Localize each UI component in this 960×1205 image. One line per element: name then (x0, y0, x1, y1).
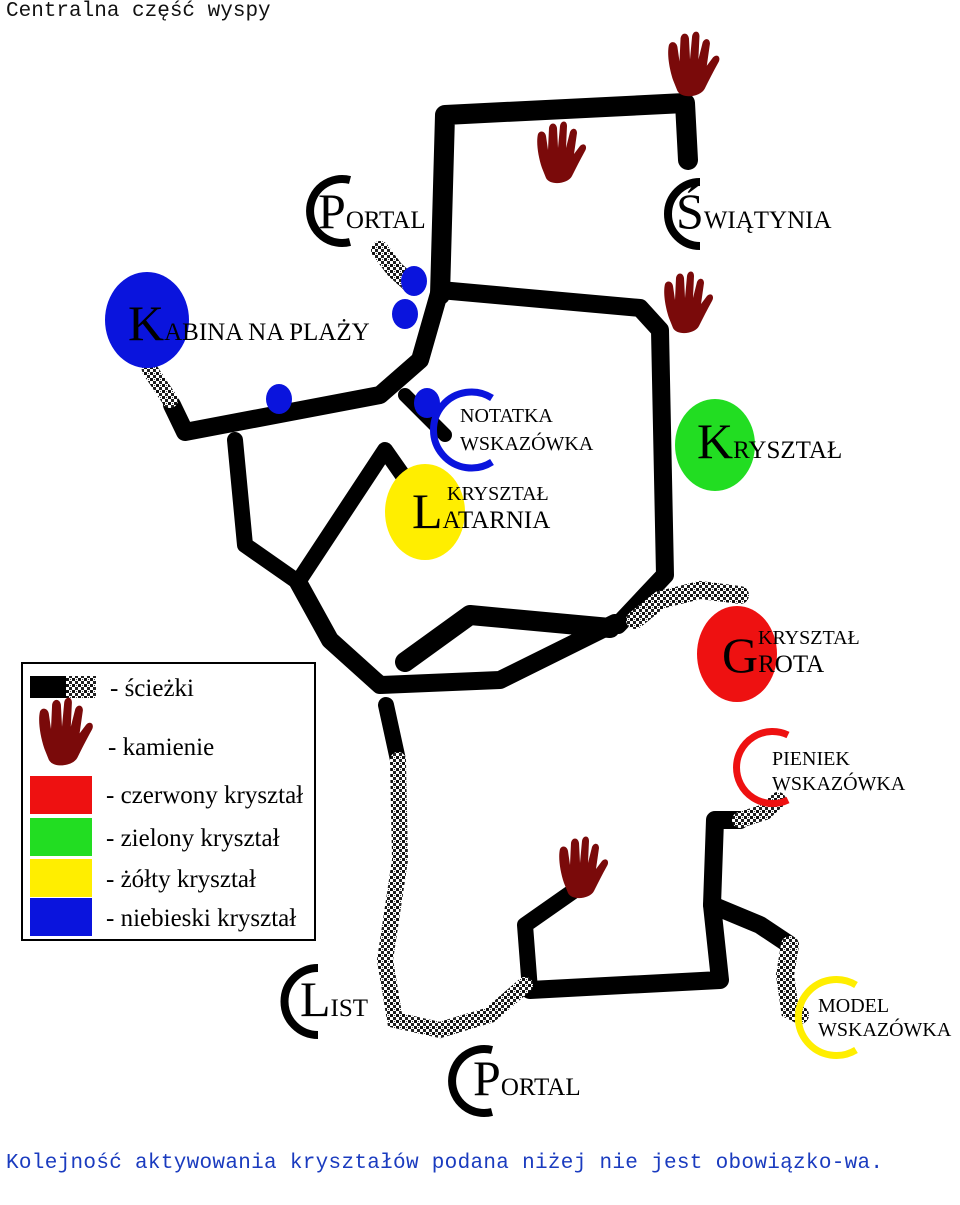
notatka-ring (430, 388, 494, 472)
legend-label-green: - zielony kryształ (106, 825, 280, 852)
grota-label[interactable]: GROTA (722, 627, 824, 683)
pieniek-label-line2[interactable]: WSKAZÓWKA (772, 771, 906, 795)
legend: - ścieżki - kamienie - czerwony kryształ… (21, 662, 316, 941)
stone-hand-icon (559, 836, 609, 899)
blue-crystal-dot[interactable] (392, 299, 418, 329)
portal-bottom-label[interactable]: PORTAL (473, 1050, 581, 1106)
kabina-blue-crystal[interactable] (105, 272, 189, 368)
kabina-label[interactable]: KABINA NA PLAŻY (128, 295, 370, 351)
pieniek-ring (733, 728, 790, 807)
footer-note: Kolejność aktywowania kryształów podana … (6, 1152, 884, 1175)
notatka-label-line2[interactable]: WSKAZÓWKA (460, 431, 594, 455)
legend-swatch-yellow (30, 859, 92, 897)
krysztal-green-crystal[interactable] (675, 399, 755, 491)
path-dotted-swatch (66, 676, 96, 698)
latarnia-small-label: KRYSZTAŁ (447, 483, 549, 505)
model-label-line1[interactable]: MODEL (818, 995, 889, 1017)
swiatynia-ring (664, 178, 701, 250)
legend-swatch-green (30, 818, 92, 856)
stone-hand-icon (664, 271, 714, 334)
page-title: Centralna część wyspy (6, 0, 271, 23)
swiatynia-label[interactable]: ŚWIĄTYNIA (676, 183, 832, 239)
portal-bottom-ring (448, 1045, 493, 1117)
island-map: PORTAL ŚWIĄTYNIA KABINA NA PLAŻY NOTATKA… (21, 31, 952, 1117)
legend-swatch-blue (30, 898, 92, 936)
blue-crystal-dot[interactable] (401, 266, 427, 296)
model-ring (794, 976, 858, 1059)
legend-label-paths: - ścieżki (110, 675, 194, 702)
list-ring (280, 964, 319, 1039)
pieniek-label-line1[interactable]: PIENIEK (772, 748, 850, 770)
list-label[interactable]: LIST (300, 971, 368, 1027)
blue-crystals (266, 266, 440, 418)
model-label-line2[interactable]: WSKAZÓWKA (818, 1017, 952, 1041)
blue-crystal-dot[interactable] (266, 384, 292, 414)
grota-small-label: KRYSZTAŁ (758, 627, 860, 649)
legend-label-stones: - kamienie (108, 734, 214, 761)
stone-hand-icon (668, 31, 720, 97)
notatka-label-line1[interactable]: NOTATKA (460, 405, 553, 427)
legend-label-red: - czerwony kryształ (106, 782, 303, 809)
stone-hand-icon (537, 121, 587, 184)
legend-label-blue: - niebieski kryształ (106, 905, 296, 932)
blue-crystal-dot[interactable] (414, 388, 440, 418)
legend-label-yellow: - żółty kryształ (106, 866, 256, 893)
latarnia-yellow-crystal[interactable] (385, 464, 465, 560)
krysztal-green-label[interactable]: KRYSZTAŁ (697, 413, 842, 469)
portal-top-ring (306, 175, 351, 247)
latarnia-label[interactable]: LATARNIA (412, 483, 550, 539)
grota-red-crystal[interactable] (697, 606, 777, 702)
legend-swatch-red (30, 776, 92, 814)
path-swatch (30, 676, 66, 698)
portal-top-label[interactable]: PORTAL (318, 183, 426, 239)
